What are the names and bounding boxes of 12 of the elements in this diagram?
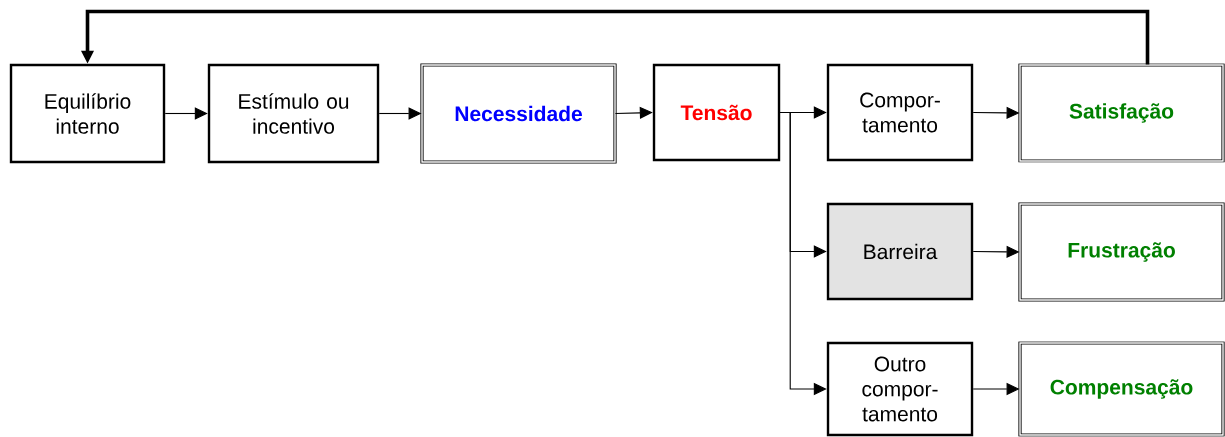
process-box: Tensão [652, 63, 781, 162]
arrow [614, 106, 653, 119]
outcome-box: Satisfação [1018, 63, 1225, 163]
arrow [164, 107, 208, 120]
outcome-box: Frustração [1018, 202, 1225, 302]
process-box: Necessidade [420, 63, 617, 164]
process-box: Barreira [826, 202, 974, 301]
process-box: Outro compor- tamento [826, 341, 974, 437]
process-box: Equilíbrio interno [9, 63, 166, 164]
process-box: Compor- tamento [826, 63, 974, 162]
process-box: Estímulo ou incentivo [207, 63, 380, 164]
outcome-box: Compensação [1018, 341, 1225, 437]
